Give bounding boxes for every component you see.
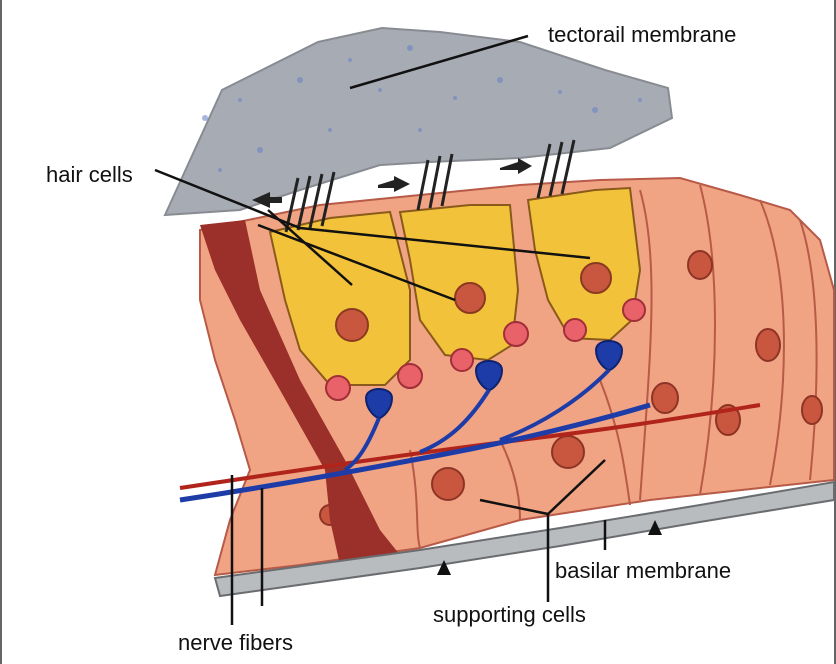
label-nerve-fibers: nerve fibers [178, 630, 293, 655]
label-tectorial-membrane: tectorail membrane [548, 22, 736, 47]
label-hair-cells: hair cells [46, 162, 133, 187]
label-supporting-cells: supporting cells [433, 602, 586, 627]
label-basilar-membrane: basilar membrane [555, 558, 731, 583]
